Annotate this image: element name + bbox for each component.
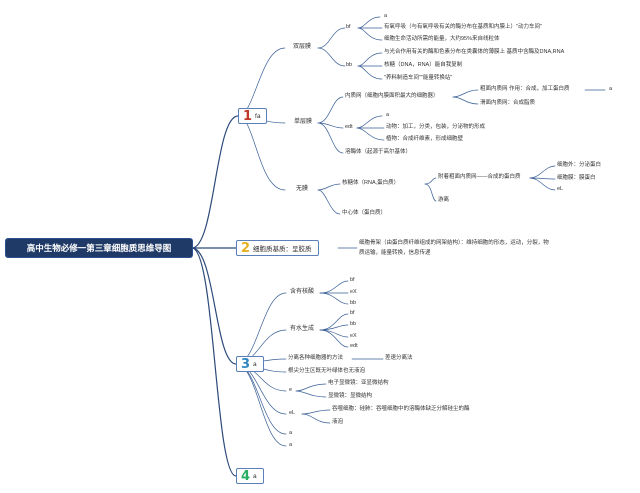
- node-e[interactable]: e: [289, 387, 293, 393]
- node-edt-1[interactable]: 动物：加工，分类，包装，分泌物的形成: [386, 124, 486, 130]
- node-a1[interactable]: a: [289, 430, 293, 436]
- node-separation-method[interactable]: 分离各种细胞器的方法: [288, 355, 344, 361]
- branch-1-label: fa: [255, 112, 261, 120]
- branch-1-box[interactable]: 1 fa: [238, 108, 268, 124]
- node-water-4[interactable]: edt: [350, 343, 358, 349]
- node-vacuole[interactable]: 液泡: [332, 419, 344, 425]
- node-root-tip[interactable]: 根尖分生区既无叶绿体也无液泡: [288, 368, 366, 374]
- node-er-tail[interactable]: a: [609, 86, 613, 92]
- node-water-3[interactable]: eX: [350, 333, 357, 339]
- node-cytoskeleton-2[interactable]: 质运输，能量转换，信息传递: [359, 250, 431, 256]
- branch-3-box[interactable]: 3 a: [236, 356, 264, 372]
- node-light-microscope[interactable]: 显微镜：显微结构: [328, 393, 373, 399]
- node-water-produced[interactable]: 有水生成: [290, 326, 315, 332]
- node-edt-a[interactable]: a: [386, 112, 390, 118]
- node-no-membrane[interactable]: 无膜: [296, 186, 309, 192]
- node-bf[interactable]: bf: [346, 24, 351, 30]
- node-single-membrane[interactable]: 单层膜: [294, 119, 313, 125]
- node-edt[interactable]: edt: [345, 124, 353, 130]
- node-er[interactable]: 内质网（细胞内膜面积最大的细胞器）: [345, 93, 439, 99]
- branch-4-box[interactable]: 4 a: [236, 468, 264, 484]
- branch-3-number: 3: [241, 356, 251, 372]
- node-bf-1[interactable]: 有氧呼吸（与有氧呼吸有关的酶分布在基质和内膜上）"动力车间": [384, 24, 542, 30]
- branch-1-number: 1: [243, 108, 253, 124]
- node-cytoskeleton-1[interactable]: 细胞骨架（由蛋白质纤维组成的网架结构）：维持细胞的形态，运动，分裂，物: [359, 240, 549, 246]
- branch-2-number: 2: [241, 240, 251, 256]
- node-bb-1[interactable]: 与光合作用有关的酶和色素分布在类囊体的薄膜上 基质中含酶及DNA,RNA: [384, 49, 565, 55]
- node-water-1[interactable]: bf: [350, 310, 355, 316]
- node-nucleic-3[interactable]: bb: [350, 300, 357, 306]
- node-rough-er[interactable]: 粗面内质网 作用：合成，加工蛋白质: [480, 86, 570, 92]
- node-contains-nucleic[interactable]: 含有核酸: [290, 289, 315, 295]
- node-smooth-er[interactable]: 滑面内质网：合成脂质: [480, 100, 536, 106]
- node-separation-value[interactable]: 差速分离法: [385, 355, 413, 361]
- node-nucleic-1[interactable]: bf: [350, 277, 355, 283]
- node-bf-2[interactable]: 细胞生命活动所需的能量，大约95%来自线粒体: [384, 36, 500, 42]
- node-extracellular[interactable]: 细胞外：分泌蛋白: [557, 162, 602, 168]
- node-bb-3[interactable]: "养料制造车间""能量转换站": [384, 75, 453, 81]
- node-el-b3[interactable]: eL: [289, 410, 296, 416]
- node-water-2[interactable]: bb: [350, 321, 357, 327]
- root-topic[interactable]: 高中生物必修一第三章细胞质思维导图: [6, 239, 192, 257]
- node-el[interactable]: eL: [557, 186, 564, 192]
- node-ribosome[interactable]: 核糖体（RNA,蛋白质）: [342, 180, 400, 186]
- node-membrane-protein[interactable]: 细胞膜：膜蛋白: [557, 175, 596, 181]
- branch-4-label: a: [253, 472, 257, 480]
- node-bf-a[interactable]: a: [384, 13, 388, 19]
- branch-3-label: a: [253, 360, 257, 368]
- branch-2-box[interactable]: 2 细胞质基质：呈胶质: [236, 240, 319, 256]
- node-bb-2[interactable]: 核糖（DNA，RNA）能自我复制: [384, 62, 463, 68]
- node-free[interactable]: 游离: [438, 197, 450, 203]
- node-nucleic-2[interactable]: eX: [350, 289, 357, 295]
- node-edt-2[interactable]: 植物：合成纤维素，形成细胞壁: [386, 136, 464, 142]
- node-bb[interactable]: bb: [346, 62, 353, 68]
- node-a2[interactable]: a: [289, 442, 293, 448]
- branch-4-number: 4: [241, 468, 251, 484]
- node-lysosome[interactable]: 溶酶体（起源于高尔基体）: [345, 149, 412, 155]
- branch-2-label: 细胞质基质：呈胶质: [253, 246, 312, 253]
- node-phagocyte[interactable]: 吞噬细胞：硅肺：吞噬细胞中的溶酶体缺乏分解硅尘的酶: [332, 406, 470, 412]
- node-attached[interactable]: 附着粗面内质网——合成的蛋白质: [438, 174, 521, 180]
- node-double-membrane[interactable]: 双层膜: [293, 44, 312, 50]
- node-electron-microscope[interactable]: 电子显微镜：亚显微结构: [328, 380, 389, 386]
- node-centrosome[interactable]: 中心体（蛋白质）: [342, 210, 387, 216]
